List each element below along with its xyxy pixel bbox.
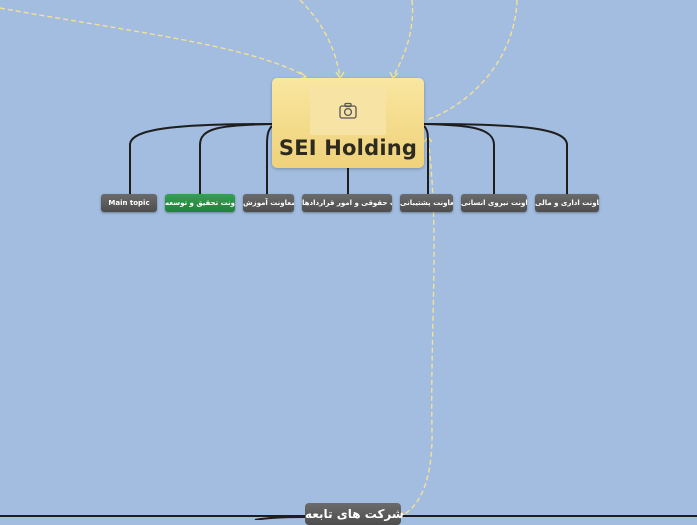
relationship-connectors <box>0 0 518 516</box>
topic-support[interactable]: معاونت پشتیبانی <box>400 194 453 212</box>
central-image-placeholder <box>310 86 386 135</box>
connector-support <box>423 125 429 194</box>
topic-education[interactable]: معاونت آموزش <box>243 194 294 212</box>
connector-admin <box>423 123 568 194</box>
relationship-line-1[interactable] <box>0 7 306 77</box>
connector-hr <box>423 123 495 194</box>
relationship-line-4[interactable] <box>425 0 518 121</box>
central-topic[interactable]: SEI Holding <box>272 78 424 168</box>
topic-human-resources[interactable]: معاونت نیروی انسانی <box>461 194 527 212</box>
relationship-line-2[interactable] <box>299 0 341 78</box>
connector-rnd <box>199 123 273 194</box>
connector-main-topic <box>129 123 273 194</box>
topic-legal-contracts[interactable]: معاونت حقوقی و امور قراردادها <box>302 194 392 212</box>
subsidiaries-topic[interactable]: شرکت های تابعه <box>305 503 404 525</box>
topic-main-topic[interactable]: Main topic <box>101 194 157 212</box>
camera-icon <box>339 102 357 119</box>
relationship-line-3[interactable] <box>392 0 414 78</box>
topic-connectors <box>0 123 697 520</box>
topic-research-development[interactable]: معاونت تحقیق و توسعه <box>165 194 235 212</box>
topic-admin-finance[interactable]: معاونت اداری و مالی <box>535 194 599 212</box>
connector-education <box>266 125 273 194</box>
central-topic-title: SEI Holding <box>278 136 418 160</box>
